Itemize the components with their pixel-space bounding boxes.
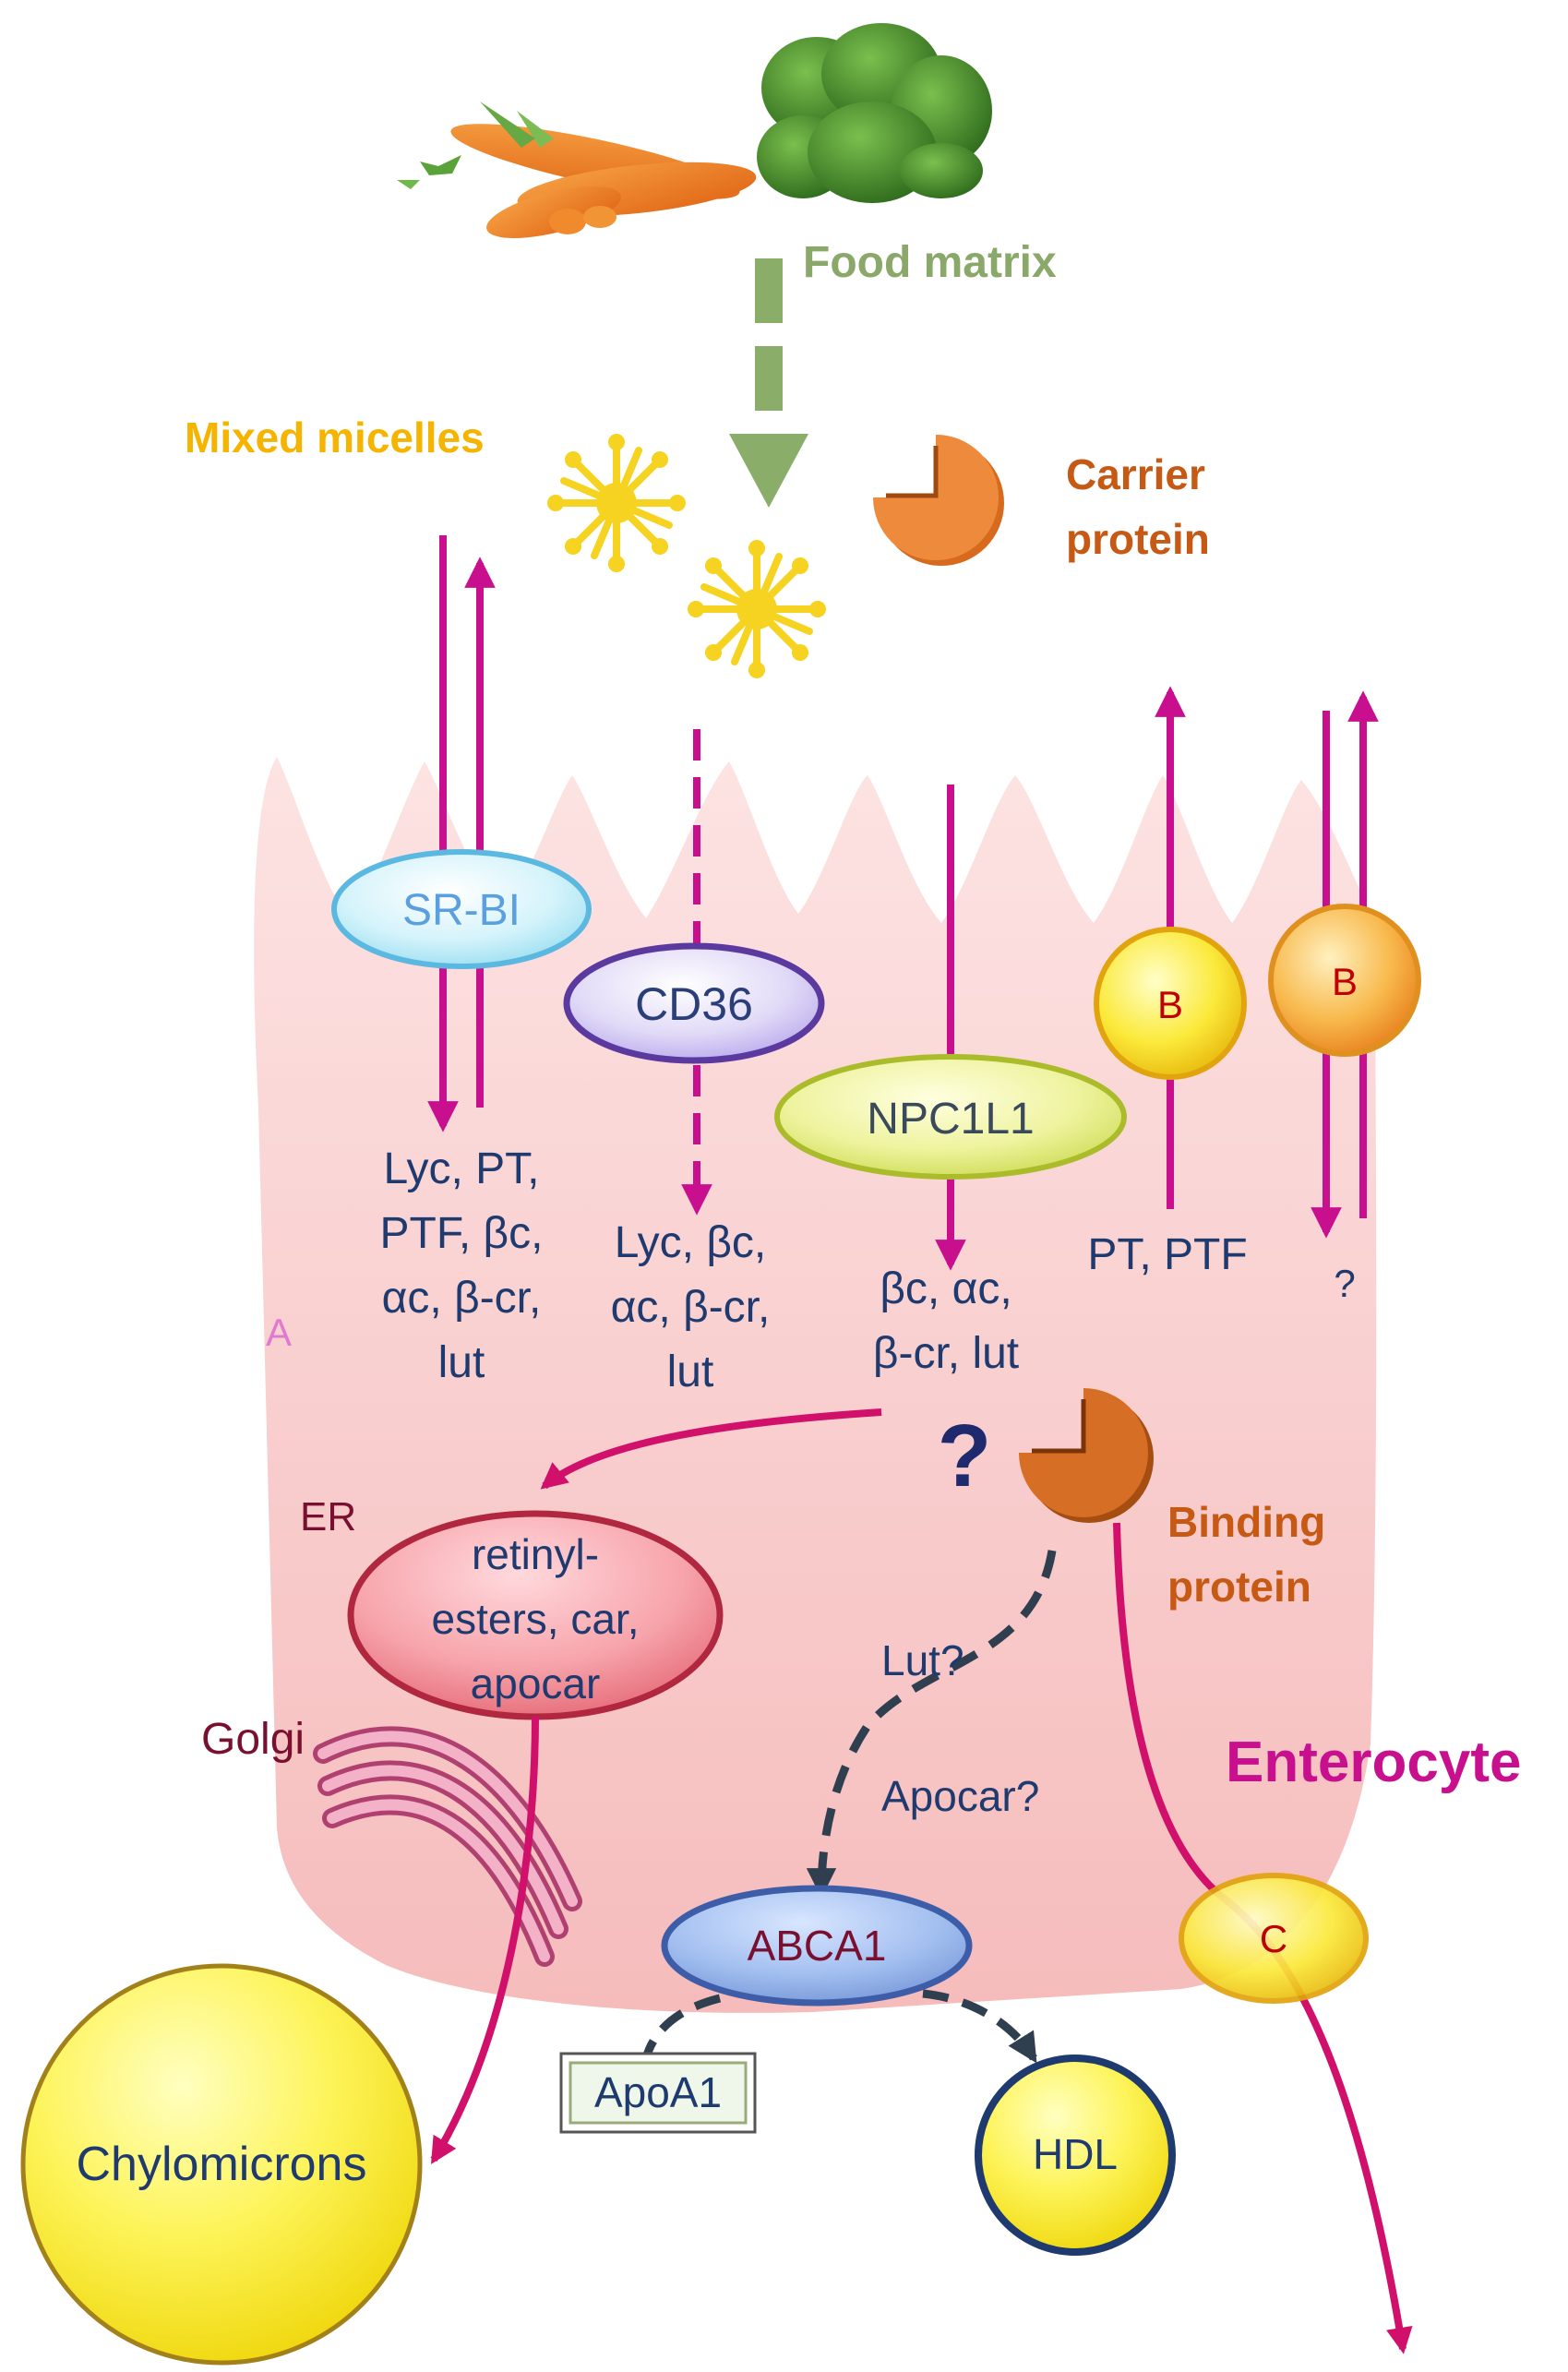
cd36-substrate-line: lut <box>667 1348 714 1396</box>
npc1l1-label: NPC1L1 <box>867 1095 1034 1144</box>
carrier-protein-label-line2: protein <box>1066 515 1210 563</box>
npc1l1-substrate-line: βc, αc, <box>880 1264 1011 1313</box>
binding-protein-label-line1: Binding <box>1167 1498 1325 1546</box>
binding-protein-icon <box>1019 1388 1154 1523</box>
panel-letter: A <box>266 1311 292 1354</box>
srbi-substrate-line: αc, β-cr, <box>382 1274 542 1323</box>
lut-question-label: Lut? <box>881 1636 964 1684</box>
er-content-line: retinyl- <box>472 1530 599 1578</box>
micelle-icon <box>688 540 826 678</box>
chylomicrons-label: Chylomicrons <box>77 2138 367 2191</box>
er-organelle: retinyl- esters, car, apocar <box>347 1510 724 1720</box>
er-label: ER <box>300 1494 356 1539</box>
abca1-to-hdl-dashed-arrow <box>922 1989 1037 2064</box>
apocar-question-label: Apocar? <box>881 1772 1039 1820</box>
b1-substrates: PT, PTF <box>1087 1230 1247 1279</box>
binding-protein-label-line2: protein <box>1167 1563 1311 1611</box>
er-content-line: esters, car, <box>432 1595 640 1643</box>
c-label: C <box>1260 1917 1287 1960</box>
carrier-protein-label-line1: Carrier <box>1066 450 1205 498</box>
srbi-substrate-line: Lyc, PT, <box>384 1144 540 1193</box>
cd36-substrate-line: αc, β-cr, <box>611 1283 771 1332</box>
hdl-particle: HDL <box>975 2055 1176 2256</box>
b1-label: B <box>1157 983 1183 1026</box>
carrot-icon <box>397 102 757 239</box>
golgi-label: Golgi <box>201 1715 305 1764</box>
srbi-substrate-line: lut <box>438 1338 485 1387</box>
cd36-substrate-line: Lyc, βc, <box>615 1218 767 1267</box>
food-matrix-arrow <box>729 258 808 508</box>
spinach-icon <box>757 23 992 203</box>
hdl-label: HDL <box>1033 2130 1118 2178</box>
chylomicrons-particle: Chylomicrons <box>20 1963 423 2366</box>
cd36-label: CD36 <box>635 978 753 1030</box>
cd36-transporter: CD36 <box>563 942 825 1064</box>
apoa1-label: ApoA1 <box>594 2068 722 2116</box>
b2-label: B <box>1332 960 1358 1003</box>
mixed-micelles-label: Mixed micelles <box>185 413 485 461</box>
unknown-pathway-question: ? <box>938 1407 992 1505</box>
b2-unknown-substrate: ? <box>1334 1262 1355 1305</box>
apoa1-box: ApoA1 <box>559 2052 757 2134</box>
er-content-line: apocar <box>471 1659 601 1707</box>
food-matrix-label: Food matrix <box>803 238 1057 287</box>
golgi-organelle <box>313 1726 582 1967</box>
b-transporter-1: B <box>1094 927 1247 1080</box>
micelle-icon <box>547 434 686 572</box>
srbi-substrate-line: PTF, βc, <box>380 1209 544 1258</box>
abca1-transporter: ABCA1 <box>661 1885 973 2007</box>
to-er-arrow <box>540 1408 882 1490</box>
carrier-protein-icon <box>873 435 1004 566</box>
to-abca1-dashed-arrow <box>806 1550 1057 1899</box>
srbi-substrates: Lyc, PT, PTF, βc, αc, β-cr, lut <box>380 1144 544 1387</box>
npc1l1-substrates: βc, αc, β-cr, lut <box>873 1264 1019 1378</box>
cd36-substrates: Lyc, βc, αc, β-cr, lut <box>611 1218 771 1396</box>
abca1-to-apoa1-dashed <box>641 1994 722 2060</box>
enterocyte-label: Enterocyte <box>1226 1731 1521 1794</box>
npc1l1-transporter: NPC1L1 <box>774 1054 1127 1180</box>
er-to-chylomicrons-arrow <box>430 1716 539 2164</box>
srbi-transporter: SR-BI <box>331 849 592 969</box>
c-transporter: C <box>1179 1873 1369 2004</box>
b-transporter-2: B <box>1268 904 1421 1057</box>
npc1l1-substrate-line: β-cr, lut <box>873 1329 1019 1378</box>
srbi-label: SR-BI <box>402 886 521 935</box>
abca1-label: ABCA1 <box>748 1922 887 1970</box>
